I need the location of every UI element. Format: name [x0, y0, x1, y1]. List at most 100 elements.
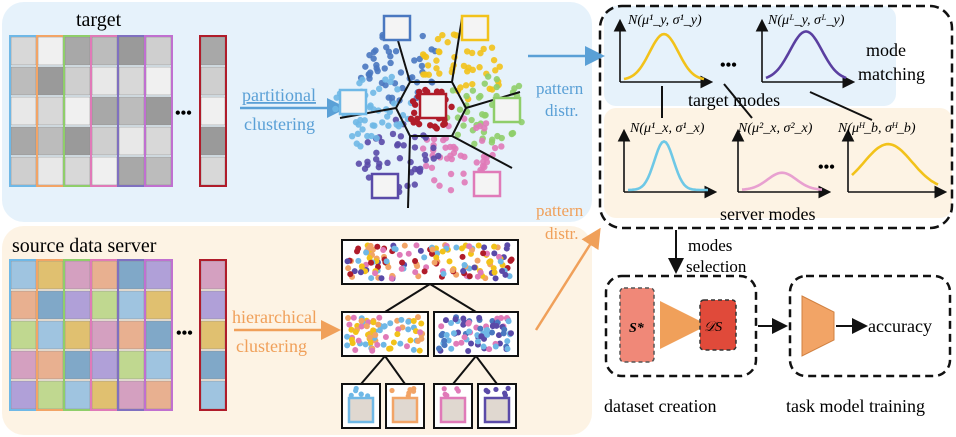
gaussian-curve	[765, 30, 847, 80]
cluster-point	[473, 124, 480, 132]
cluster-point	[446, 258, 453, 265]
gaussian-label: N(μ¹_x, σ¹_x)	[629, 121, 705, 136]
thumbnail	[37, 320, 64, 350]
cluster-point	[386, 345, 393, 352]
cluster-point	[366, 255, 373, 262]
cluster-point	[410, 317, 417, 324]
cluster-point	[496, 340, 503, 347]
cluster-point	[390, 339, 397, 346]
cluster-point	[468, 116, 475, 124]
source-ellipsis: •••	[176, 325, 193, 342]
d-s-box	[699, 299, 737, 351]
cluster-point	[493, 386, 499, 393]
thumbnail	[64, 156, 91, 186]
task-model-box	[788, 274, 952, 378]
thumbnail	[91, 96, 118, 126]
cluster-point	[480, 250, 487, 257]
cluster-point	[410, 109, 418, 117]
cluster-point	[421, 254, 428, 261]
thumbnail	[118, 380, 145, 410]
cluster-point	[492, 275, 499, 282]
cluster-point	[446, 143, 454, 151]
cluster-point	[428, 164, 436, 171]
cluster-point	[384, 113, 391, 120]
cluster-point	[502, 271, 509, 278]
cluster-point	[372, 331, 379, 338]
cluster-point	[387, 59, 394, 67]
thumbnail	[37, 156, 64, 186]
cluster-point	[373, 149, 380, 156]
cluster-point	[417, 329, 424, 336]
cluster-point	[424, 62, 432, 69]
cluster-point	[496, 253, 503, 260]
cluster-point	[405, 318, 412, 325]
cluster-point	[440, 270, 447, 277]
cluster-point	[354, 130, 362, 138]
cluster-point	[351, 268, 358, 275]
gaussian-label: N(μᴴ_b, σᴴ_b)	[837, 121, 916, 136]
hierarchical-clusters	[341, 239, 519, 429]
cluster-point	[498, 314, 505, 321]
thumbnail	[10, 350, 37, 380]
cluster-point	[355, 257, 362, 264]
cluster-point	[414, 314, 421, 321]
column-frame	[144, 259, 173, 411]
clustering-label-top: clustering	[244, 114, 315, 134]
thumbnail	[200, 350, 226, 380]
cluster-point	[487, 258, 494, 265]
thumbnail	[200, 290, 226, 320]
target-ellipsis-modes: •••	[720, 57, 737, 74]
thumbnail	[10, 96, 37, 126]
thumbnail	[118, 66, 145, 96]
cluster-point	[441, 337, 448, 344]
cluster-point	[417, 247, 424, 254]
cluster-point	[358, 323, 365, 330]
thumbnail	[200, 380, 226, 410]
server-modes-label: server modes	[720, 204, 815, 224]
cluster-point	[399, 84, 406, 92]
thumbnail	[145, 260, 172, 290]
cluster-point	[490, 56, 498, 64]
task-model-label: task model training	[786, 396, 925, 416]
thumbnail	[64, 320, 91, 350]
gaussian-label: N(μ²_x, σ²_x)	[737, 121, 813, 136]
cluster-point	[375, 263, 382, 270]
cluster-point	[496, 63, 503, 70]
cluster-point	[453, 244, 460, 251]
partition-clusters	[332, 14, 525, 209]
cluster-point	[405, 326, 412, 333]
cluster-point	[357, 269, 364, 276]
cluster-point	[481, 244, 488, 251]
dataset-creation-label: dataset creation	[604, 396, 716, 416]
thumbnail	[37, 126, 64, 156]
cluster-point	[370, 327, 377, 334]
cluster-point	[369, 347, 376, 354]
thumbnail	[37, 350, 64, 380]
cluster-point	[375, 321, 382, 328]
cluster-point	[365, 174, 373, 181]
cluster-point	[374, 341, 381, 348]
cluster-point	[491, 250, 498, 257]
thumbnail	[37, 36, 64, 66]
cluster-point	[436, 182, 443, 189]
modes-label: modes	[688, 236, 732, 255]
thumbnail	[10, 320, 37, 350]
cluster-point	[458, 339, 465, 346]
matching-label: matching	[858, 64, 925, 84]
cluster-point	[411, 144, 419, 151]
cluster-point	[447, 186, 455, 194]
cluster-point	[486, 346, 493, 353]
cluster-point	[471, 264, 478, 271]
cluster-point	[474, 257, 481, 264]
match-line-2	[723, 83, 753, 119]
cluster-point	[499, 267, 506, 274]
cluster-point	[488, 44, 496, 51]
thumbnail	[118, 260, 145, 290]
thumbnail	[200, 260, 226, 290]
cluster-point	[418, 320, 425, 327]
cluster-point	[416, 55, 423, 63]
thumbnail	[200, 156, 226, 186]
cluster-point	[404, 182, 411, 190]
cluster-point	[398, 265, 405, 272]
cluster-point	[416, 347, 423, 354]
